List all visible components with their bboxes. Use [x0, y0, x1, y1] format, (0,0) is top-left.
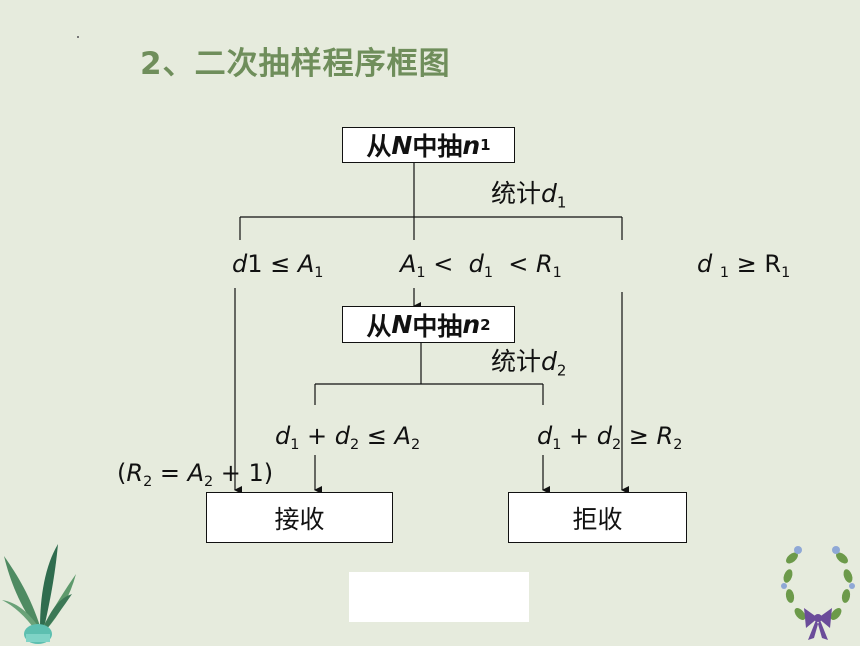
- reject-box: 拒收: [508, 492, 687, 543]
- condition-continue: A1 < d1 < R1: [400, 250, 562, 282]
- condition-accept-1: d1 ≤ A1: [232, 250, 324, 282]
- wreath-icon: [781, 546, 855, 640]
- stray-dot: [77, 36, 79, 38]
- condition-reject-1: d 1 ≥ R1: [697, 250, 791, 282]
- leaf-plant-icon: [2, 544, 76, 644]
- stat-d1-label: 统计d1: [491, 179, 567, 212]
- stat-d2-label: 统计d2: [491, 347, 567, 380]
- blank-white-panel: [349, 572, 529, 622]
- page-title: 2、二次抽样程序框图: [140, 46, 451, 82]
- accept-box: 接收: [206, 492, 393, 543]
- note-r2: (R2 = A2 + 1): [117, 459, 274, 491]
- condition-accept-2: d1 + d2 ≤ A2: [275, 422, 421, 454]
- condition-reject-2: d1 + d2 ≥ R2: [537, 422, 683, 454]
